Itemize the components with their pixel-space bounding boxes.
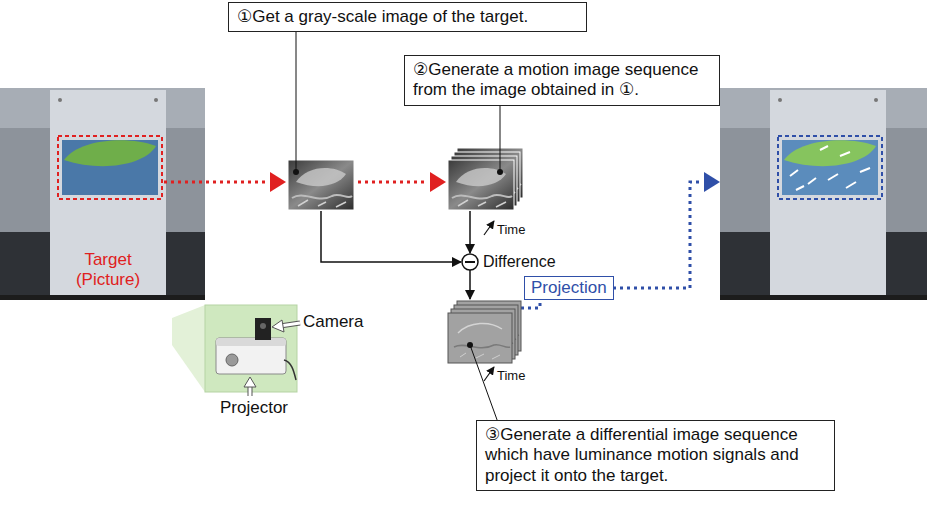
minus-symbol xyxy=(465,261,475,263)
target-label: Target (Picture) xyxy=(56,250,160,291)
projection-line xyxy=(521,182,703,308)
screw xyxy=(58,98,62,102)
difference-arrow xyxy=(469,270,471,299)
node-text: Projection xyxy=(531,278,607,298)
board xyxy=(770,90,886,295)
flow-arrowhead xyxy=(430,172,446,192)
operation-label: Difference xyxy=(483,252,556,271)
step-callout-box: ①Get a gray-scale image of the target. xyxy=(228,2,587,32)
flow-line xyxy=(358,181,428,184)
base xyxy=(720,295,927,300)
projector-top xyxy=(216,338,286,346)
time-arrow xyxy=(484,367,494,381)
flow-arrowhead xyxy=(270,172,286,192)
wall xyxy=(0,88,205,300)
cable xyxy=(284,360,296,380)
leader-line xyxy=(296,30,297,172)
step-callout-box: ③Generate a differential image sequence … xyxy=(476,420,835,491)
projection-arrowhead xyxy=(704,172,720,192)
target-outline xyxy=(58,136,162,199)
wall xyxy=(720,88,927,300)
node-text: ③Generate a differential image sequence … xyxy=(485,425,826,486)
result-photo xyxy=(720,88,927,300)
step-callout-box: ②Generate a motion image sequence from t… xyxy=(404,55,720,106)
part-label: Camera xyxy=(303,312,363,332)
photo-callout-band xyxy=(172,305,205,392)
leader-dot xyxy=(293,169,299,175)
base xyxy=(0,295,205,300)
flow-line xyxy=(164,181,268,184)
result-outline xyxy=(778,136,882,199)
picture-leaf xyxy=(64,140,156,166)
leader-line xyxy=(470,345,500,428)
projected-texture xyxy=(790,146,870,190)
projector-body xyxy=(216,338,286,374)
pointer-arrowhead xyxy=(244,377,256,387)
picture-leaf xyxy=(784,140,876,166)
projection-box: Projection xyxy=(524,276,614,300)
differential-frame xyxy=(448,313,512,363)
camera-body xyxy=(255,318,271,340)
camera-lens xyxy=(260,323,266,329)
projector-lens xyxy=(226,354,238,366)
leader-dot xyxy=(467,342,473,348)
screw xyxy=(154,98,158,102)
screw xyxy=(874,98,878,102)
difference-line xyxy=(321,211,461,262)
board xyxy=(50,90,166,295)
picture xyxy=(782,140,878,195)
motion-frame xyxy=(448,160,514,210)
base xyxy=(720,232,770,300)
base xyxy=(166,232,205,300)
leader-line xyxy=(500,100,501,172)
part-label: Projector xyxy=(220,398,288,418)
target-photo xyxy=(0,88,205,300)
screw xyxy=(778,98,782,102)
time-arrow xyxy=(484,221,494,235)
picture xyxy=(62,140,158,195)
device-photo xyxy=(205,305,297,392)
node-text: ②Generate a motion image sequence from t… xyxy=(413,60,711,101)
minus-symbol xyxy=(462,254,478,270)
grayscale-image xyxy=(288,160,354,210)
pointer-arrowhead xyxy=(272,320,284,332)
base xyxy=(0,232,50,300)
leader-dot xyxy=(497,169,503,175)
difference-line xyxy=(469,211,471,253)
base xyxy=(886,232,927,300)
node-text: ①Get a gray-scale image of the target. xyxy=(237,7,578,27)
axis-label: Time xyxy=(497,368,525,384)
axis-label: Time xyxy=(497,222,525,238)
